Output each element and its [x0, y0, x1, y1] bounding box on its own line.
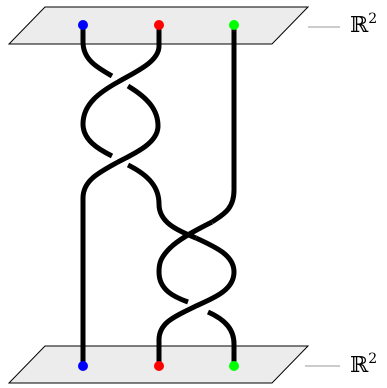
bottom-point-blue: [78, 361, 88, 371]
top-point-blue: [78, 20, 88, 30]
strand-red-d: [194, 235, 237, 273]
strand-blue-a: [80, 25, 114, 79]
strand-red-a: [80, 25, 162, 125]
strand-red-e: [156, 271, 237, 366]
bottom-point-green: [229, 361, 239, 371]
bottom-point-red: [154, 361, 164, 371]
strand-green-d: [206, 309, 237, 366]
strand-red-c: [126, 162, 197, 241]
top-point-red: [154, 20, 164, 30]
top-plane-exponent: 2: [368, 11, 378, 27]
top-plane-label: ℝ2: [350, 12, 377, 38]
top-point-green: [229, 20, 239, 30]
braid-strands: [80, 25, 237, 366]
strand-blue-c: [80, 125, 161, 366]
strand-green-upper: [210, 25, 237, 225]
strand-red-b: [80, 123, 114, 159]
bottom-plane-label: ℝ2: [350, 352, 377, 378]
bottom-plane-symbol: ℝ: [350, 353, 369, 378]
strand-blue-b: [126, 83, 161, 127]
strand-green-b: [156, 219, 214, 273]
top-plane-symbol: ℝ: [350, 13, 369, 38]
strand-green-c: [156, 271, 189, 305]
bottom-plane-exponent: 2: [368, 351, 378, 367]
